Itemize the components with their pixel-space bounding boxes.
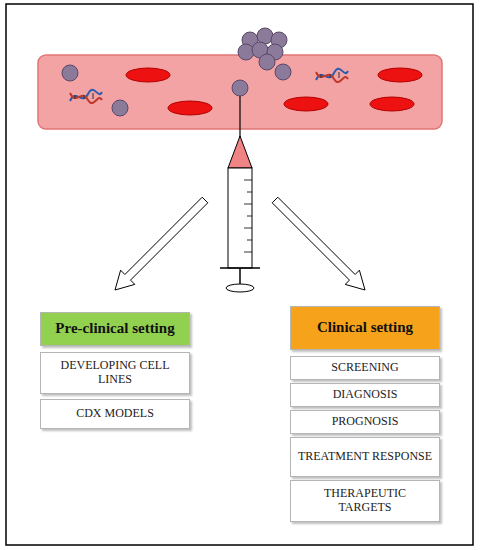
application-label: THERAPEUTIC TARGETS: [297, 487, 433, 515]
tumor-cell: [62, 65, 78, 81]
block-arrow: [272, 197, 365, 290]
application-label: DEVELOPING CELL LINES: [47, 359, 183, 387]
application-label: PROGNOSIS: [332, 415, 399, 429]
syringe-needle: [239, 94, 240, 138]
tumor-cell: [112, 100, 128, 116]
outer-frame: [6, 4, 473, 545]
red-blood-cell: [126, 68, 170, 82]
item-box: DIAGNOSIS: [290, 383, 440, 407]
syringe-plunger: [239, 268, 241, 284]
application-label: DIAGNOSIS: [333, 388, 398, 402]
item-box: THERAPEUTIC TARGETS: [290, 480, 440, 522]
application-label: SCREENING: [331, 361, 398, 375]
dna-fragment: [316, 69, 348, 82]
item-box: PROGNOSIS: [290, 410, 440, 434]
setting-heading: Clinical setting: [317, 319, 413, 336]
tumor-cell: [259, 54, 275, 70]
red-blood-cell: [370, 97, 414, 111]
header-box: Clinical setting: [290, 306, 440, 350]
syringe-barrel: [228, 168, 252, 268]
tumor-cell: [238, 44, 254, 60]
item-box: TREATMENT RESPONSE: [290, 437, 440, 477]
block-arrow: [115, 197, 208, 290]
red-blood-cell: [378, 68, 422, 82]
red-blood-cell: [168, 101, 212, 115]
application-label: TREATMENT RESPONSE: [298, 450, 432, 464]
red-blood-cell: [284, 97, 328, 111]
syringe-tip: [228, 136, 252, 168]
dna-fragment: [70, 90, 102, 103]
header-box: Pre-clinical setting: [40, 312, 190, 346]
tumor-cell: [275, 64, 291, 80]
tumor-cell: [232, 80, 248, 96]
syringe-scale: [244, 180, 252, 252]
syringe-plunger-head: [226, 284, 254, 292]
item-box: SCREENING: [290, 356, 440, 380]
setting-heading: Pre-clinical setting: [55, 320, 174, 337]
item-box: DEVELOPING CELL LINES: [40, 352, 190, 394]
application-label: CDX MODELS: [76, 407, 154, 421]
item-box: CDX MODELS: [40, 399, 190, 429]
